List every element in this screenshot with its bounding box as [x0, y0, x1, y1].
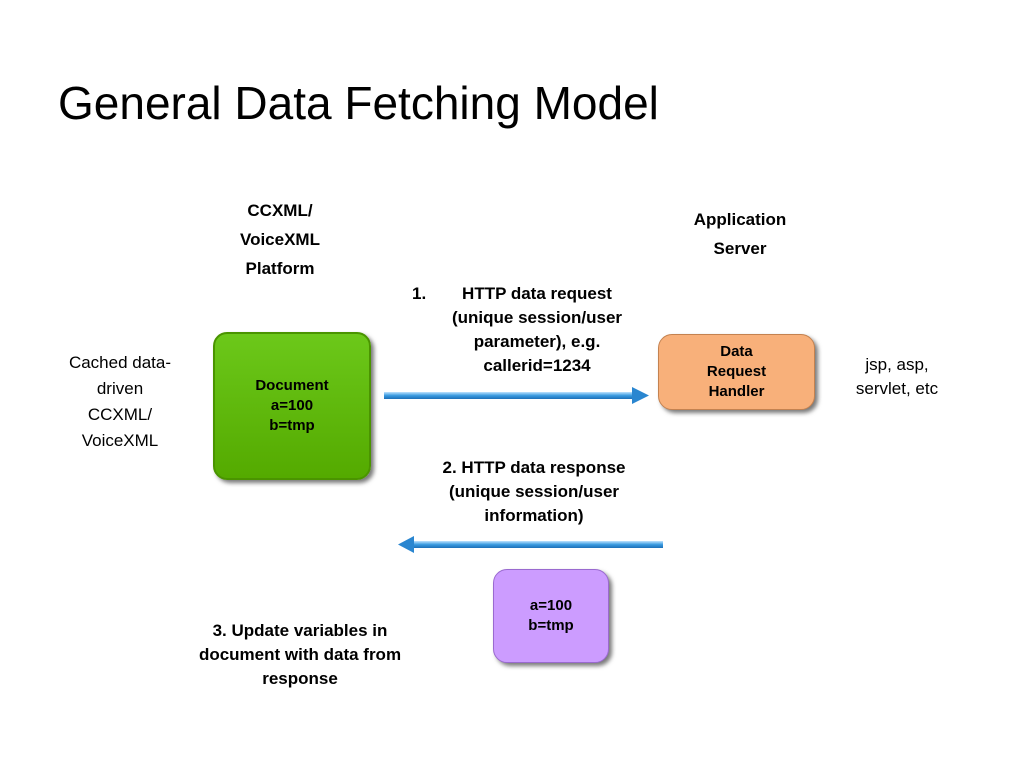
step1-text: HTTP data request (unique session/user p…: [451, 284, 623, 375]
request-arrow: [384, 387, 649, 404]
app-server-label: Application Server: [693, 210, 787, 258]
response-arrow: [398, 536, 663, 553]
step2-label: 2. HTTP data response (unique session/us…: [442, 458, 626, 525]
jsp-label: jsp, asp, servlet, etc: [855, 355, 939, 398]
step1-number: 1.: [412, 284, 427, 303]
slide-title: General Data Fetching Model: [58, 77, 659, 129]
response-data-box: a=100 b=tmp: [493, 569, 609, 663]
step3-label: 3. Update variables in document with dat…: [198, 621, 402, 688]
data-request-handler-box: Data Request Handler: [658, 334, 815, 410]
cached-label: Cached data- driven CCXML/ VoiceXML: [68, 353, 172, 450]
document-box: Document a=100 b=tmp: [213, 332, 371, 480]
step1-label: 1. HTTP data request (unique session/use…: [412, 282, 652, 378]
platform-label: CCXML/ VoiceXML Platform: [240, 201, 320, 278]
